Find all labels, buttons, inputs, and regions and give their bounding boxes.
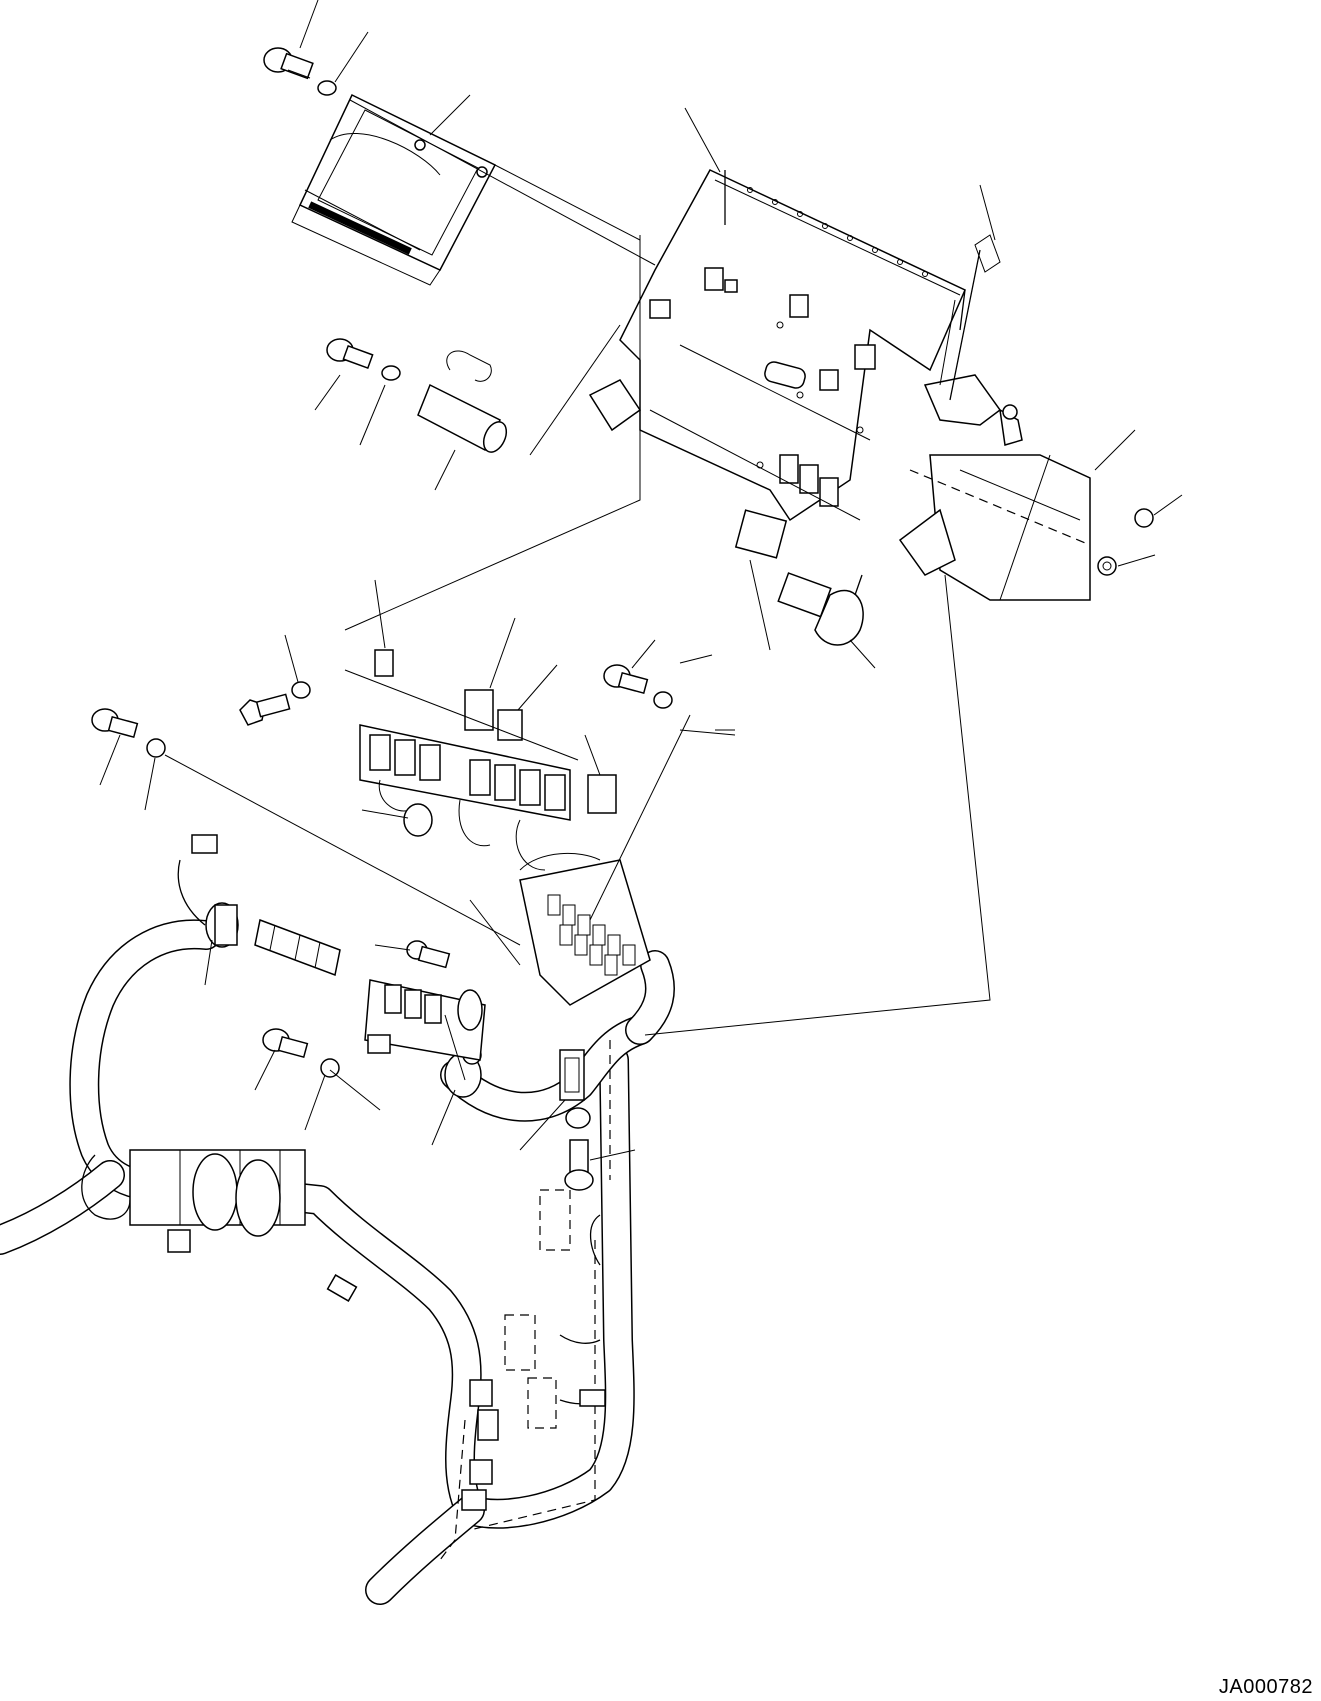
drawing-id: JA000782	[1218, 1676, 1313, 1698]
callout-leaders	[99, 0, 1183, 1161]
connector-pigtail-left	[254, 918, 341, 977]
washer-left	[146, 738, 166, 758]
harness-tape-wrap	[129, 1149, 306, 1237]
bolt-lower	[262, 1028, 309, 1059]
bolt-center-right	[603, 664, 649, 695]
relay-terminal-block	[359, 724, 571, 871]
washer-harness	[565, 1107, 591, 1129]
wiring-harness	[0, 859, 675, 1605]
washer-center-right	[653, 691, 673, 709]
bolt-relay-block	[239, 693, 291, 726]
harness-clamp-right	[559, 1049, 585, 1101]
washer-relay-block	[291, 681, 311, 699]
harness-clamp-left	[205, 902, 239, 948]
washer-mid-left	[381, 365, 401, 381]
bolt-left	[91, 708, 139, 739]
mounting-plate	[588, 169, 966, 522]
washer-lower	[320, 1058, 340, 1078]
cover-plate	[898, 454, 1091, 601]
assembly-lines	[164, 99, 991, 1111]
nut-right-lower	[1097, 556, 1117, 576]
relay-small-top	[374, 649, 617, 814]
relay-bracket	[923, 234, 1023, 446]
cylindrical-component	[417, 350, 508, 453]
controller-bolt	[263, 47, 314, 80]
left-relay-block	[364, 979, 486, 1061]
bolt-fuse	[406, 940, 451, 969]
bolt-harness	[564, 1139, 594, 1191]
nut-right-upper	[1134, 508, 1154, 528]
harness-connectors	[167, 834, 606, 1511]
controller-washer	[317, 80, 337, 96]
dashed-connector-outlines	[439, 1040, 611, 1561]
fuse-box	[519, 852, 651, 1006]
bolt-mid-left	[326, 338, 374, 369]
controller-unit	[291, 93, 497, 286]
solenoid-assembly	[734, 509, 864, 646]
